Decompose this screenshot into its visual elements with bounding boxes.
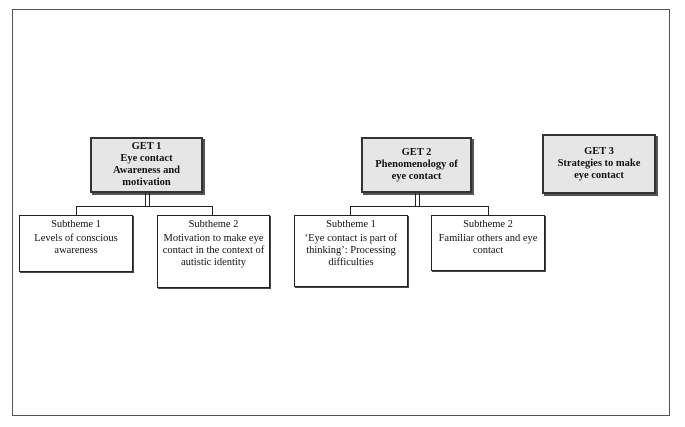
get2-subtheme-2: Subtheme 2 Familiar others and eye conta… [431,215,545,271]
get2-connector-bar [350,206,489,207]
get2-subtheme-1-text: ‘Eye contact is part of thinking’: Proce… [304,233,398,268]
get2-connector-left [350,206,351,216]
get2-connector-stem-b [419,193,420,207]
get2-subtheme-1-head: Subtheme 1 [326,219,376,230]
get3-box: GET 3 Strategies to make eye contact [542,134,656,194]
get2-title: GET 2 [401,147,432,158]
get2-subtheme-1: Subtheme 1 ‘Eye contact is part of think… [294,215,408,287]
get1-subtheme-2: Subtheme 2 Motivation to make eye contac… [157,215,270,288]
get1-subtheme-2-head: Subtheme 2 [188,219,239,230]
get1-connector-left [76,206,77,216]
get3-title: GET 3 [584,146,614,157]
get1-subtheme-1-text: Levels of conscious awareness [34,233,118,256]
get3-line-2: eye contact [574,170,624,181]
get1-subtheme-2-text: Motivation to make eye contact in the co… [162,233,265,268]
get1-line-1: Eye contact [120,153,173,164]
get2-line-1: Phenomenology of [375,159,458,170]
get1-subtheme-1-head: Subtheme 1 [51,219,101,230]
get1-connector-right [212,206,213,216]
get2-box: GET 2 Phenomenology of eye contact [361,137,472,193]
get1-connector-stem-b [149,193,150,207]
get2-connector-stem-a [415,193,416,207]
figure-frame [12,9,670,416]
get1-subtheme-1: Subtheme 1 Levels of conscious awareness [19,215,133,272]
get1-connector-bar [76,206,213,207]
get2-subtheme-2-text: Familiar others and eye contact [438,233,538,256]
get1-box: GET 1 Eye contact Awareness and motivati… [90,137,203,193]
get1-line-3: motivation [122,177,171,188]
get1-title: GET 1 [131,141,162,152]
get1-line-2: Awareness and [113,165,180,176]
get1-connector-stem-a [145,193,146,207]
get3-line-1: Strategies to make [557,158,641,169]
get2-connector-right [488,206,489,216]
get2-subtheme-2-head: Subtheme 2 [463,219,513,230]
get2-line-2: eye contact [391,171,442,182]
